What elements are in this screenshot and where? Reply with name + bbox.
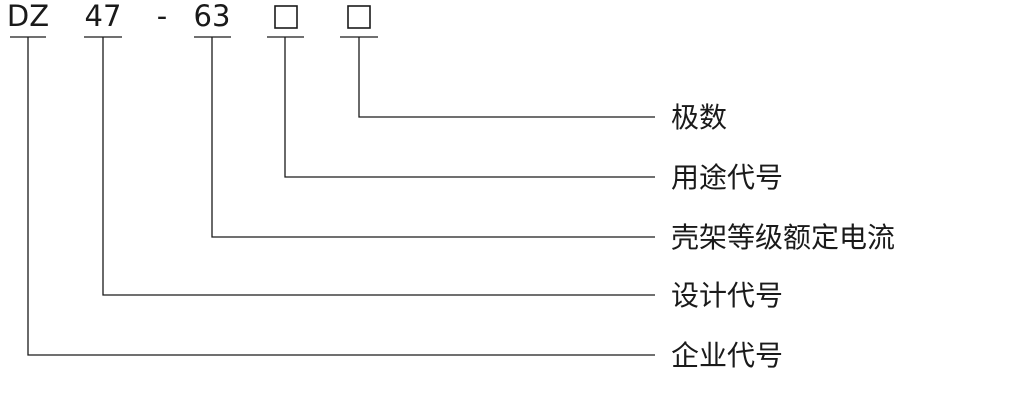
code-separator: - bbox=[157, 0, 167, 33]
code-enterprise: DZ bbox=[7, 0, 49, 33]
label-frame-current: 壳架等级额定电流 bbox=[671, 221, 895, 254]
placeholder-box-usage bbox=[274, 5, 298, 29]
placeholder-box-poles bbox=[347, 5, 371, 29]
leader-design bbox=[102, 37, 655, 296]
leader-enterprise bbox=[27, 37, 655, 356]
label-usage: 用途代号 bbox=[671, 161, 783, 194]
leader-poles bbox=[358, 37, 655, 118]
label-enterprise: 企业代号 bbox=[671, 339, 783, 372]
code-current: 63 bbox=[194, 0, 231, 33]
label-poles: 极数 bbox=[671, 101, 727, 134]
leader-usage bbox=[284, 37, 655, 178]
code-design: 47 bbox=[85, 0, 122, 33]
leader-frame-current bbox=[211, 37, 655, 238]
label-design: 设计代号 bbox=[671, 279, 783, 312]
